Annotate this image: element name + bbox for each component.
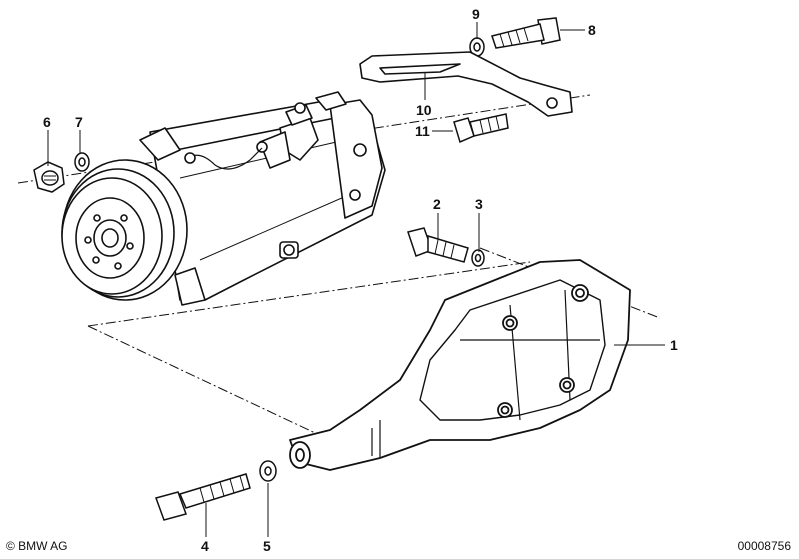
- callout-labels: 1 2 3 4 5 6 7 8 9 10 11: [43, 6, 678, 554]
- callout-11: 11: [415, 123, 430, 139]
- bolt-part-2: [407, 227, 469, 263]
- callout-4: 4: [201, 538, 209, 554]
- washer-part-5: [259, 460, 277, 482]
- compressor-drawing: [61, 91, 386, 306]
- callout-3: 3: [475, 196, 483, 212]
- hex-nut-part-6: [33, 161, 65, 193]
- callout-2: 2: [433, 196, 441, 212]
- bolt-part-11: [453, 113, 509, 144]
- diagram-number: 00008756: [737, 539, 791, 553]
- bolt-part-4: [155, 473, 251, 521]
- tension-strap-part-10: [359, 51, 573, 117]
- washer-part-3: [471, 249, 485, 267]
- copyright-text: © BMW AG: [6, 539, 68, 553]
- leader-lines: [47, 22, 665, 537]
- bolt-part-8: [491, 17, 561, 49]
- callout-8: 8: [588, 22, 596, 38]
- bracket-part-1: [289, 259, 631, 471]
- callout-1: 1: [670, 337, 678, 353]
- callout-10: 10: [416, 102, 432, 118]
- washer-part-7: [74, 152, 90, 172]
- callout-6: 6: [43, 114, 51, 130]
- callout-5: 5: [263, 538, 271, 554]
- callout-7: 7: [75, 114, 83, 130]
- callout-9: 9: [472, 6, 480, 22]
